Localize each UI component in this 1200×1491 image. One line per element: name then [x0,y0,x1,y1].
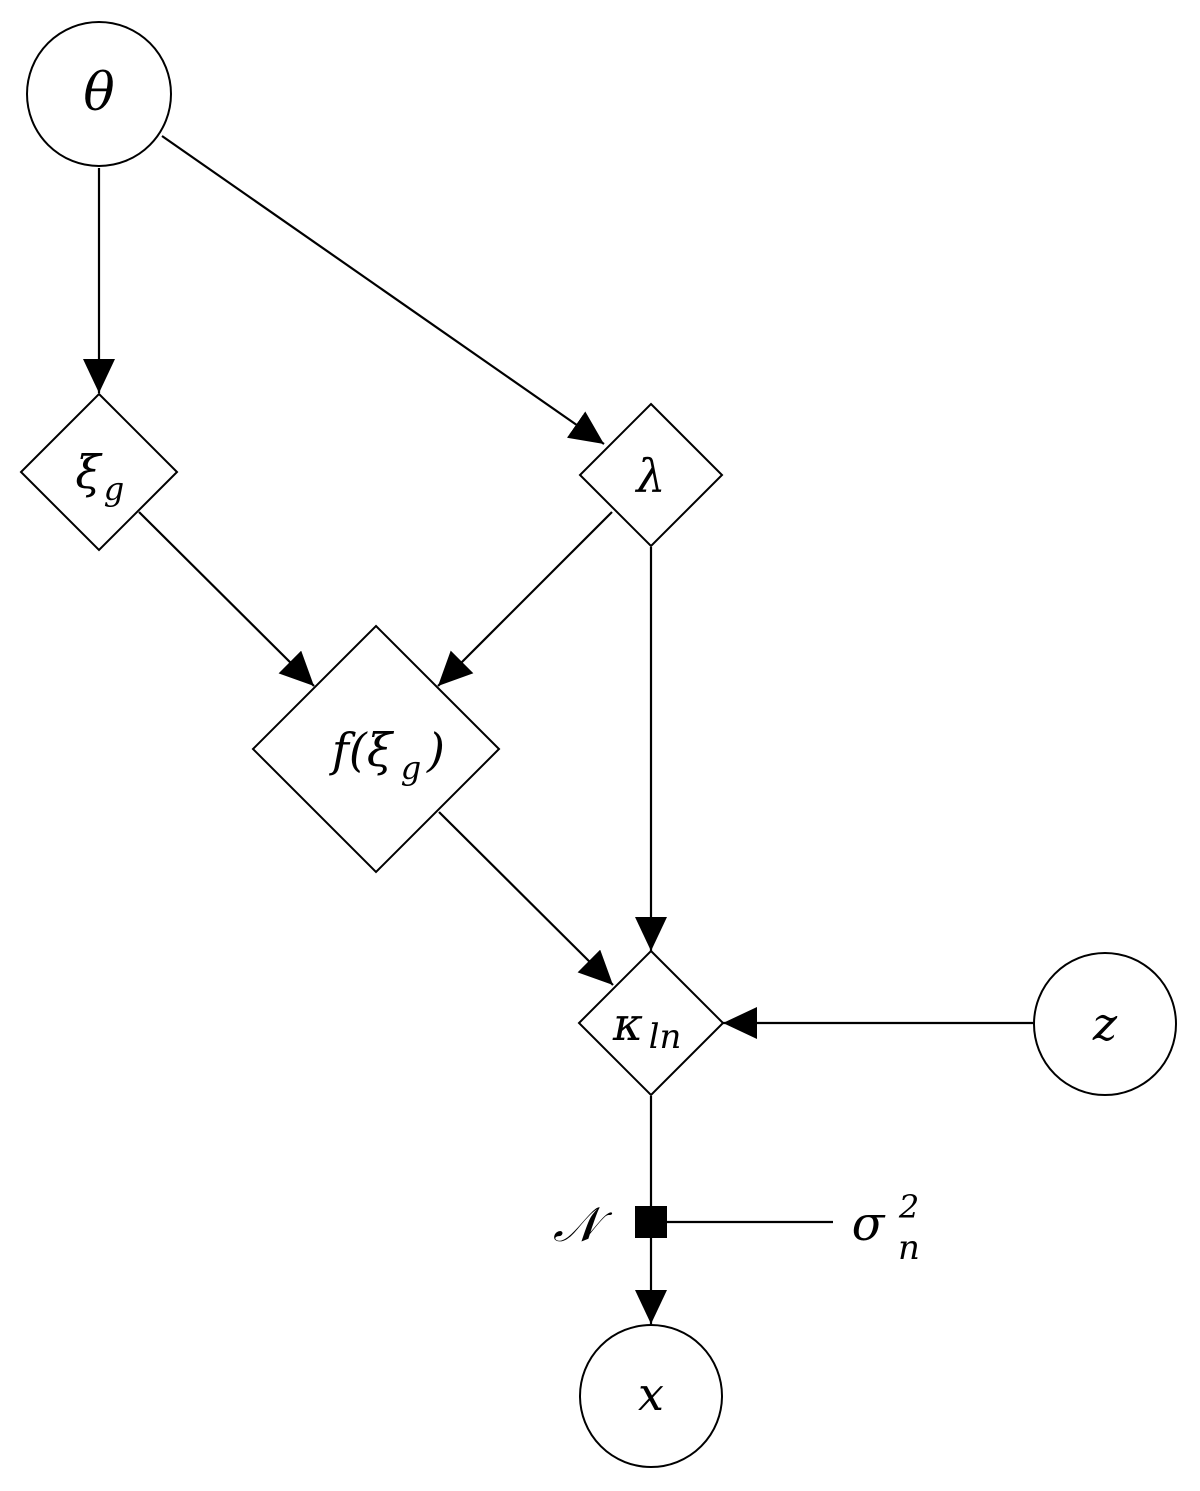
sigma-subscript: n [898,1228,920,1268]
node-xi-g-subscript: g [104,470,124,508]
node-z: z [1033,952,1177,1096]
node-f-xi-g-label-main: f(ξ [329,723,395,777]
node-lambda: λ [578,402,724,548]
node-kappa-subscript: ln [649,1017,682,1057]
edge-xi-g-to-f-xi-g [138,511,315,687]
node-theta: θ [26,21,172,167]
node-theta-circle [26,21,172,167]
node-f-xi-g: f(ξ g ) [251,624,501,874]
node-xi-g-label: ξ [75,445,103,499]
node-x: x [579,1324,723,1468]
node-f-xi-g-subscript: g [401,749,421,787]
node-xi-g-main: ξ [75,445,103,499]
node-lambda-diamond [578,402,724,548]
factor-node-square [635,1206,667,1238]
node-kappa: κ ln [577,949,725,1097]
edge-lambda-to-f-xi-g [437,511,613,687]
node-z-label: z [1092,997,1118,1051]
node-kappa-diamond [577,949,725,1097]
edge-theta-to-lambda [161,135,605,445]
node-z-circle [1033,952,1177,1096]
node-f-xi-g-label-close: ) [426,723,445,777]
node-x-circle [579,1324,723,1468]
sigma-parameter: σ 2 n [852,1188,920,1268]
node-lambda-label: λ [634,449,665,503]
factor-node-label: 𝒩 [553,1197,613,1253]
node-f-xi-g-diamond [251,624,501,874]
edge-f-xi-g-to-kappa [438,811,614,986]
sigma-label: σ [852,1196,886,1252]
node-xi-g-diamond [19,392,179,552]
node-xi-g: ξ g [19,392,179,552]
sigma-superscript: 2 [898,1188,919,1226]
node-x-label: x [638,1367,664,1421]
edges [83,135,1033,1324]
node-kappa-label: κ [612,997,643,1051]
node-theta-label: θ [83,63,114,123]
